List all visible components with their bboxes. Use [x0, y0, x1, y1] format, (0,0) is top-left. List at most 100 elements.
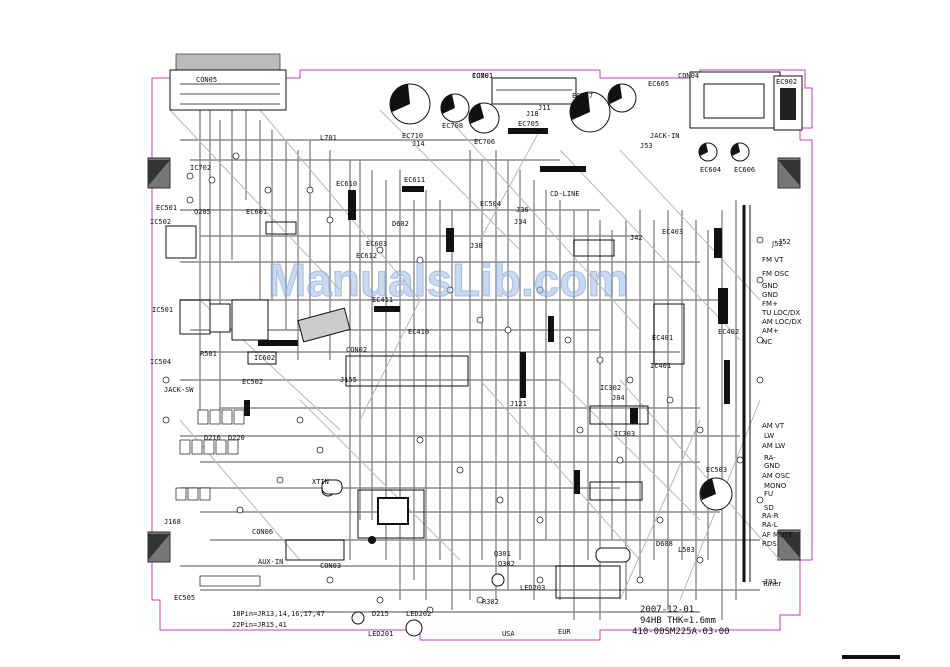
capacitor-ec503 — [699, 477, 733, 511]
pin-label-nc: NC — [762, 338, 772, 346]
pin-label-fm-plus: FM+ — [762, 300, 778, 308]
scale-marker — [842, 655, 900, 659]
pin-label-ra-r: RA-R — [762, 512, 779, 520]
label-q205: Q205 — [194, 208, 211, 216]
pin-label-af-mute: AF MUTE — [762, 531, 793, 539]
label-j84: J84 — [612, 394, 625, 402]
crystal-xtin — [321, 479, 631, 563]
label-ic504: IC504 — [150, 358, 171, 366]
label-ec501: EC501 — [156, 204, 177, 212]
pin-label-lw: LW — [764, 432, 774, 440]
label-eur: EUR — [558, 628, 571, 636]
pin-label-rds: RDS — [762, 540, 777, 548]
label-ec611: EC611 — [404, 176, 425, 184]
label-con06: CON06 — [252, 528, 273, 536]
label-ic702: IC702 — [190, 164, 211, 172]
connector-con05 — [169, 53, 287, 111]
ic-blocks — [165, 221, 685, 599]
capacitor-ec606 — [730, 142, 750, 162]
label-j34: J34 — [514, 218, 527, 226]
tuner-label: Tuner — [761, 580, 781, 588]
pin-label-sd: SD — [764, 504, 774, 512]
board-material: 94HB THK=1.6mm — [640, 616, 716, 626]
pin-label-am-lw: AM LW — [762, 442, 785, 450]
trace-field — [169, 100, 781, 620]
label-j93: J93 — [764, 578, 777, 586]
label-j36: J36 — [516, 206, 529, 214]
pin-label-ra-l: RA-L — [762, 521, 778, 529]
pin-note-22: 22Pin=JR15,41 — [232, 621, 287, 629]
label-j52: J52 — [778, 238, 791, 246]
pin-label-am-loc-dx: AM LOC/DX — [762, 318, 802, 326]
label-con04: CON04 — [678, 72, 699, 80]
label-ec410: EC410 — [408, 328, 429, 336]
capacitor-ec707 — [569, 91, 611, 133]
label-ec402: EC402 — [718, 328, 739, 336]
label-r501: R501 — [200, 350, 217, 358]
label-ic701: IC701 — [472, 72, 493, 80]
label-ic502: IC502 — [150, 218, 171, 226]
label-l503: L503 — [678, 546, 695, 554]
label-d220: D220 — [228, 434, 245, 442]
label-aux-in: AUX-IN — [258, 558, 283, 566]
label-ec503: EC503 — [706, 466, 727, 474]
board-outline — [147, 69, 813, 641]
label-r302: R302 — [482, 598, 499, 606]
pin-label-gnd-3: GND — [764, 462, 780, 470]
label-j42: J42 — [630, 234, 643, 242]
label-ec706: EC706 — [474, 138, 495, 146]
vias — [162, 152, 764, 614]
label-ec612: EC612 — [356, 252, 377, 260]
label-j18: J18 — [526, 110, 539, 118]
label-ec505: EC505 — [174, 594, 195, 602]
label-ec902: EC902 — [776, 78, 797, 86]
pin-label-tu-loc-dx: TU LOC/DX — [761, 309, 800, 317]
label-ec707: EC707 — [572, 92, 593, 100]
pin-label-ra-minus: RA- — [764, 454, 776, 462]
connector-label-layer: CON06 CON02 CON03 AUX-IN JACK-IN JACK-SW… — [164, 132, 680, 638]
label-ec502: EC502 — [242, 378, 263, 386]
label-led203: LED203 — [520, 584, 545, 592]
pin-label-fu: FU — [764, 490, 773, 498]
label-d608: D608 — [656, 540, 673, 548]
label-ic302: IC302 — [600, 384, 621, 392]
label-usa: USA — [502, 630, 515, 638]
label-ec708: EC708 — [442, 122, 463, 130]
label-ec605: EC605 — [648, 80, 669, 88]
label-j38: J38 — [470, 242, 483, 250]
label-ec604: EC604 — [700, 166, 721, 174]
label-ec401: EC401 — [652, 334, 673, 342]
label-l701: L701 — [320, 134, 337, 142]
label-con02: CON02 — [346, 346, 367, 354]
connector-con04: CON04 — [678, 71, 781, 129]
pin-label-am-vt: AM VT — [762, 422, 785, 430]
watermark: ManualsLib.com — [268, 254, 628, 306]
label-con01: CON01 — [472, 72, 493, 80]
pin-label-gnd-1: GND — [762, 282, 778, 290]
board-date: 2007-12-01 — [640, 605, 694, 615]
label-con05: CON05 — [196, 76, 217, 84]
label-jack-in: JACK-IN — [650, 132, 680, 140]
connector-ec902: EC902 — [773, 75, 803, 131]
label-con03: CON03 — [320, 562, 341, 570]
capacitor-ec710 — [389, 83, 431, 125]
capacitor-ec708 — [440, 93, 470, 123]
pin-label-fm-osc: FM OSC — [762, 270, 789, 278]
label-ec606: EC606 — [734, 166, 755, 174]
pin-label-mono: MONO — [764, 482, 787, 490]
label-ec710: EC710 — [402, 132, 423, 140]
label-ec603: EC603 — [366, 240, 387, 248]
pad-arrays — [175, 409, 261, 587]
board-notes: 2007-12-01 94HB THK=1.6mm 410-00SM225A-0… — [232, 605, 730, 637]
label-ic501: IC501 — [152, 306, 173, 314]
label-ec601: EC601 — [246, 208, 267, 216]
board-part-number: 410-00SM225A-03-00 — [632, 627, 730, 637]
label-ic602: IC602 — [254, 354, 275, 362]
pin-label-fm-vt: FM VT — [762, 256, 784, 264]
pin-label-j52: J52 — [771, 240, 783, 248]
component-label-layer: EC710 EC708 EC706 EC707 EC705 EC605 EC61… — [150, 72, 791, 638]
tuner-pin-labels-bottom: AM VT LW AM LW RA- GND AM OSC MONO FU SD… — [762, 422, 793, 548]
label-ic401: IC401 — [650, 362, 671, 370]
tuner-pin-labels-top: J52 FM VT FM OSC GND GND FM+ TU LOC/DX A… — [761, 240, 802, 346]
